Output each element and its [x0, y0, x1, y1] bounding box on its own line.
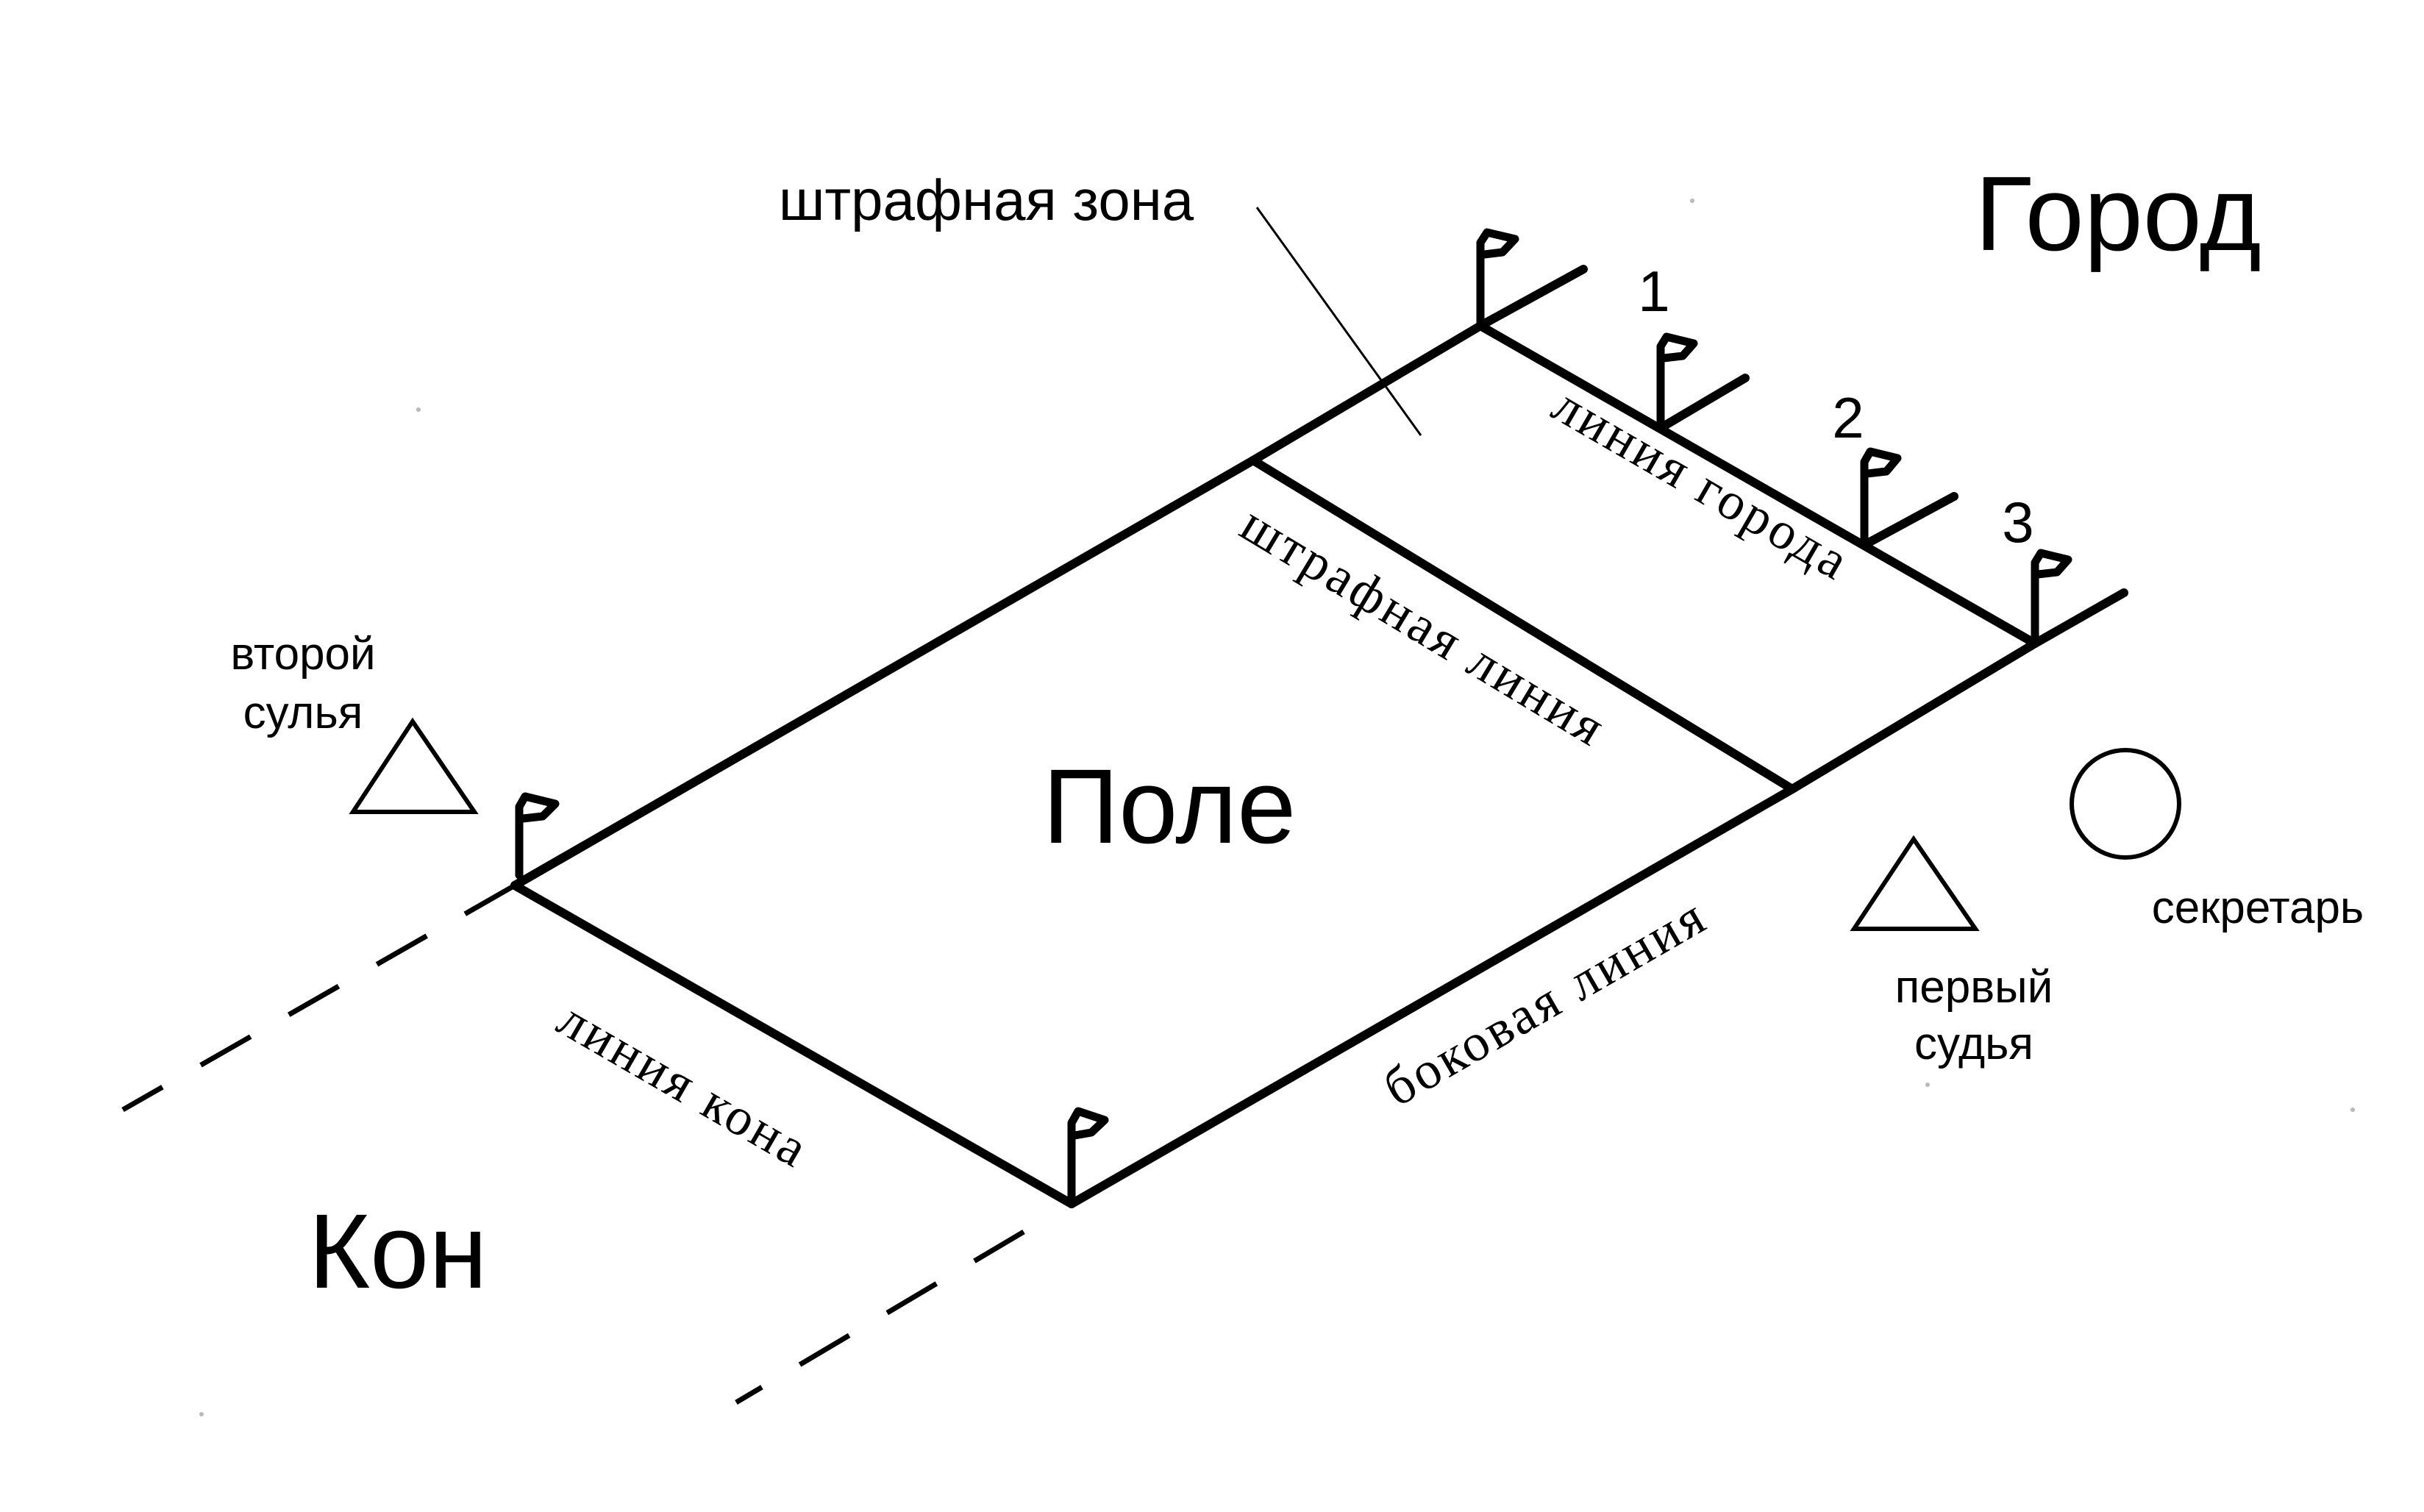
scan-speck [1690, 199, 1694, 203]
city-marker-tick-2 [1860, 492, 1958, 549]
second-judge-label-line-2: сулья [243, 688, 363, 738]
kon-line-label: линия кона [548, 988, 819, 1180]
penalty-line [1249, 456, 1797, 794]
penalty-zone-pointer-line [1255, 207, 1422, 436]
kon-zone-label: Кон [308, 1192, 488, 1310]
penalty-zone-label: штрафная зона [779, 168, 1194, 232]
flag-icon [1860, 447, 1902, 549]
first-judge-triangle-icon [1850, 835, 1980, 931]
city-line-extension-top [1476, 265, 1588, 330]
penalty-line-label: штрафная линия [1231, 494, 1617, 758]
scan-speck [199, 1412, 204, 1416]
city-line [1476, 321, 2039, 648]
city-line-extension-bottom [2031, 588, 2128, 648]
flag-icon [515, 792, 560, 880]
first-judge-label-line-2: судья [1914, 1019, 2033, 1069]
scan-speck [2350, 1108, 2355, 1112]
second-judge-label-line-1: второй [230, 629, 375, 680]
kon-right-dashed-line [735, 1229, 1025, 1405]
flag-number-2: 2 [1832, 385, 1864, 450]
field-zone-label: Поле [1043, 747, 1297, 866]
flag-icon [1067, 1107, 1109, 1208]
scan-speck [416, 407, 421, 412]
flag-icon [2031, 549, 2072, 648]
kon-left-dashed-line [121, 882, 516, 1113]
city-zone-label: Город [1975, 154, 2261, 273]
first-judge-label-line-1: первый [1895, 962, 2053, 1013]
flag-number-1: 1 [1638, 259, 1669, 324]
flag-icon [1476, 228, 1519, 330]
scan-speck [1925, 1083, 1930, 1087]
secretary-label: секретарь [2152, 882, 2364, 933]
flag-icon [1656, 332, 1698, 432]
city-marker-tick-1 [1656, 374, 1750, 432]
kon-line [510, 881, 1076, 1208]
flag-number-3: 3 [2002, 490, 2033, 554]
secretary-circle-icon [2070, 748, 2181, 860]
second-judge-triangle-icon [349, 717, 479, 814]
